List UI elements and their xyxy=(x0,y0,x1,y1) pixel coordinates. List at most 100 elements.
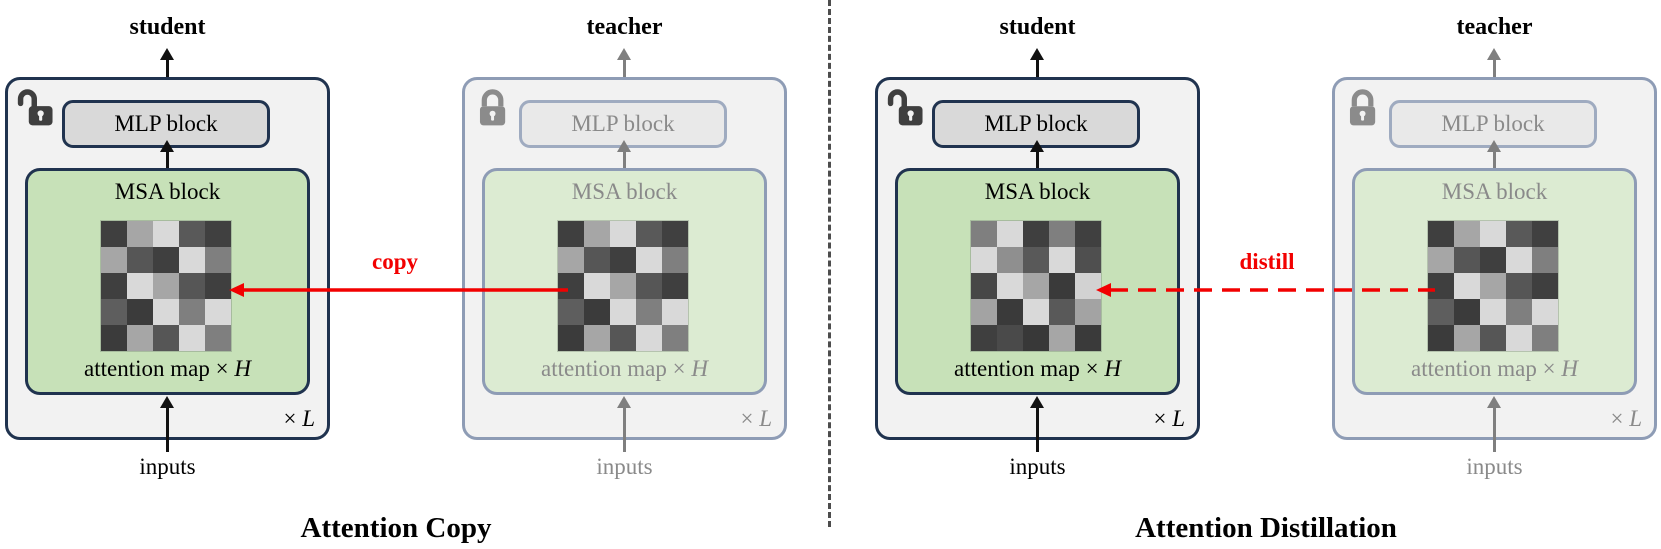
attention-map-cell xyxy=(1428,325,1454,351)
attention-map-cell xyxy=(179,299,205,325)
layers-label: × L xyxy=(740,406,772,431)
attention-map-cell xyxy=(558,247,584,273)
attention-map-cell xyxy=(662,299,688,325)
attention-map-cell xyxy=(101,221,127,247)
copy-arrow xyxy=(229,283,568,297)
role-label: teacher xyxy=(586,14,663,40)
transfer-label-copy: copy xyxy=(372,249,418,274)
panel-distill-student: student MLP block MSA block attention ma… xyxy=(875,0,1200,549)
attention-map-cell xyxy=(558,273,584,299)
attention-map-cell xyxy=(1480,221,1506,247)
mlp-label: MLP block xyxy=(114,111,218,136)
role-label: teacher xyxy=(1456,14,1533,40)
attention-map-cell xyxy=(584,221,610,247)
inputs-label: inputs xyxy=(139,454,196,479)
attention-map-cell xyxy=(558,221,584,247)
attention-map-cell xyxy=(584,325,610,351)
attention-map-cell xyxy=(662,325,688,351)
attention-map-cell xyxy=(1480,273,1506,299)
attention-map-cell xyxy=(205,221,231,247)
attention-map-cell xyxy=(584,273,610,299)
inputs-label: inputs xyxy=(1009,454,1066,479)
attention-map-caption: attention map × H xyxy=(541,356,708,381)
attention-map-cell xyxy=(997,325,1023,351)
attention-map-cell xyxy=(153,247,179,273)
inputs-label: inputs xyxy=(1466,454,1523,479)
panel-copy-student: student MLP block MSA block attention ma… xyxy=(5,0,330,549)
attention-map-cell xyxy=(997,247,1023,273)
attention-map-cell xyxy=(971,299,997,325)
attention-map-cell xyxy=(558,299,584,325)
attention-map-cell xyxy=(179,221,205,247)
attention-map-cell xyxy=(205,299,231,325)
attention-map-cell xyxy=(971,247,997,273)
attention-map-cell xyxy=(558,325,584,351)
attention-map-grid xyxy=(1428,221,1558,351)
panel-distill-teacher: teacher MLP block MSA block attention ma… xyxy=(1332,0,1657,549)
attention-map-cell xyxy=(584,299,610,325)
msa-block: MSA block attention map × H xyxy=(25,168,310,395)
attention-map-cell xyxy=(205,247,231,273)
attention-map-cell xyxy=(153,221,179,247)
msa-label: MSA block xyxy=(114,179,221,204)
attention-map-cell xyxy=(1532,299,1558,325)
attention-map-cell xyxy=(610,247,636,273)
attention-map-cell xyxy=(101,247,127,273)
attention-map-cell xyxy=(205,325,231,351)
attention-map-cell xyxy=(179,273,205,299)
caption-attention-copy: Attention Copy xyxy=(300,512,492,544)
attention-map-grid xyxy=(101,221,231,351)
msa-block: MSA block attention map × H xyxy=(482,168,767,395)
msa-block: MSA block attention map × H xyxy=(1352,168,1637,395)
transfer-label-distill: distill xyxy=(1239,249,1295,274)
attention-map-cell xyxy=(1049,325,1075,351)
attention-map-cell xyxy=(1506,273,1532,299)
attention-map-cell xyxy=(153,299,179,325)
attention-map-cell xyxy=(1049,273,1075,299)
attention-map-cell xyxy=(1454,221,1480,247)
attention-map-cell xyxy=(1506,247,1532,273)
attention-map-cell xyxy=(179,247,205,273)
msa-label: MSA block xyxy=(1441,179,1548,204)
msa-to-mlp-arrow xyxy=(617,140,630,170)
attention-map-cell xyxy=(1532,325,1558,351)
attention-map-cell xyxy=(610,221,636,247)
msa-to-mlp-arrow xyxy=(160,140,173,170)
attention-map-cell xyxy=(179,325,205,351)
msa-block: MSA block attention map × H xyxy=(895,168,1180,395)
layers-label: × L xyxy=(1610,406,1642,431)
attention-map-cell xyxy=(1532,221,1558,247)
attention-map-cell xyxy=(1023,221,1049,247)
attention-map-cell xyxy=(1075,273,1101,299)
attention-map-caption: attention map × H xyxy=(84,356,251,381)
attention-map-cell xyxy=(636,299,662,325)
mlp-block: MLP block xyxy=(62,100,270,148)
attention-map-cell xyxy=(205,273,231,299)
attention-map-cell xyxy=(101,299,127,325)
unlock-icon xyxy=(17,89,53,126)
attention-map-cell xyxy=(636,273,662,299)
input-arrow xyxy=(160,396,173,452)
input-arrow xyxy=(1030,396,1043,452)
attention-map-cell xyxy=(153,325,179,351)
attention-map-cell xyxy=(1075,325,1101,351)
attention-map-cell xyxy=(662,247,688,273)
panel-copy-teacher: teacher MLP block MSA block attention ma… xyxy=(462,0,787,549)
msa-label: MSA block xyxy=(571,179,678,204)
attention-map-cell xyxy=(127,221,153,247)
attention-map-cell xyxy=(1049,221,1075,247)
attention-map-cell xyxy=(1428,247,1454,273)
attention-map-cell xyxy=(1049,299,1075,325)
attention-map-cell xyxy=(101,273,127,299)
attention-map-cell xyxy=(997,221,1023,247)
attention-map-cell xyxy=(971,273,997,299)
caption-attention-distillation: Attention Distillation xyxy=(1135,512,1397,544)
mlp-label: MLP block xyxy=(984,111,1088,136)
attention-map-cell xyxy=(1428,273,1454,299)
distill-arrow xyxy=(1096,283,1435,297)
attention-map-cell xyxy=(610,299,636,325)
attention-map-cell xyxy=(1023,299,1049,325)
attention-map-cell xyxy=(1023,273,1049,299)
layer-box: MLP block MSA block attention map × H × … xyxy=(5,77,330,440)
attention-map-grid xyxy=(558,221,688,351)
